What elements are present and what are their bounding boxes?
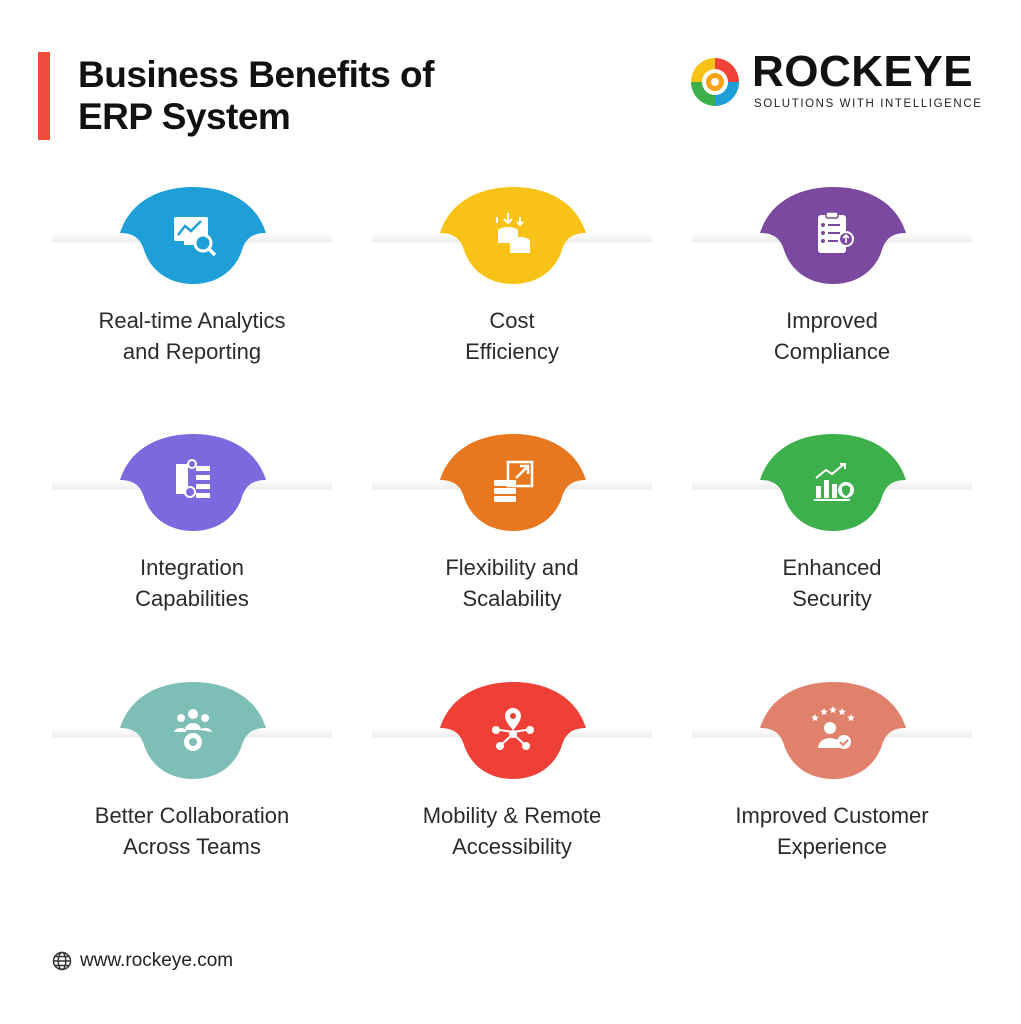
integration-icon [176,459,210,498]
benefit-label-line-1: Improved [786,308,878,333]
benefit-label-line-2: Accessibility [452,834,572,859]
website-url: www.rockeye.com [80,950,234,971]
benefit-card: Real-time Analytics and Reporting [32,187,352,407]
security-icon [814,463,854,501]
coins-icon [496,213,530,253]
benefit-label-line-1: Real-time Analytics [98,308,286,333]
location-network-icon [492,708,534,750]
title-line-1: Business Benefits of [78,54,434,95]
benefit-label-line-1: Enhanced [782,555,882,580]
scalability-icon [494,460,534,502]
benefit-badge [120,434,266,531]
benefit-label-line-2: Capabilities [135,586,249,611]
page-title: Business Benefits of ERP System [78,54,434,138]
title-line-2: ERP System [78,96,291,137]
benefit-label-line-2: Security [792,586,872,611]
benefit-label-line-1: Mobility & Remote [422,803,602,828]
logo-tagline: SOLUTIONS WITH INTELLIGENCE [754,98,983,110]
logo-swirl-icon [691,58,739,106]
benefit-badge [120,682,266,779]
benefit-label-line-1: Cost [489,308,535,333]
benefit-label: Real-time Analytics and Reporting [32,305,352,367]
benefit-label-line-2: Across Teams [123,834,261,859]
benefit-badge [760,434,906,531]
rockeye-logo: ROCKEYE SOLUTIONS WITH INTELLIGENCE [688,50,988,114]
analytics-icon [174,217,217,257]
benefit-label-line-1: Better Collaboration [94,803,290,828]
benefit-label-line-2: Compliance [773,339,891,364]
benefit-label-line-2: Efficiency [465,339,559,364]
benefit-label-line-1: Flexibility and [445,555,579,580]
accent-bar [38,52,50,140]
benefit-label-line-1: Improved Customer [735,803,929,828]
team-icon [174,709,212,751]
benefit-label-line-2: and Reporting [122,339,262,364]
logo-wordmark: ROCKEYE [752,47,974,96]
globe-icon [52,951,72,971]
benefit-label-line-2: Scalability [462,586,562,611]
benefit-label-line-2: Experience [776,834,888,859]
footer-website[interactable]: www.rockeye.com [52,950,233,972]
customer-rating-icon [811,706,855,749]
benefit-label-line-1: Integration [140,555,244,580]
checklist-icon [818,211,854,253]
